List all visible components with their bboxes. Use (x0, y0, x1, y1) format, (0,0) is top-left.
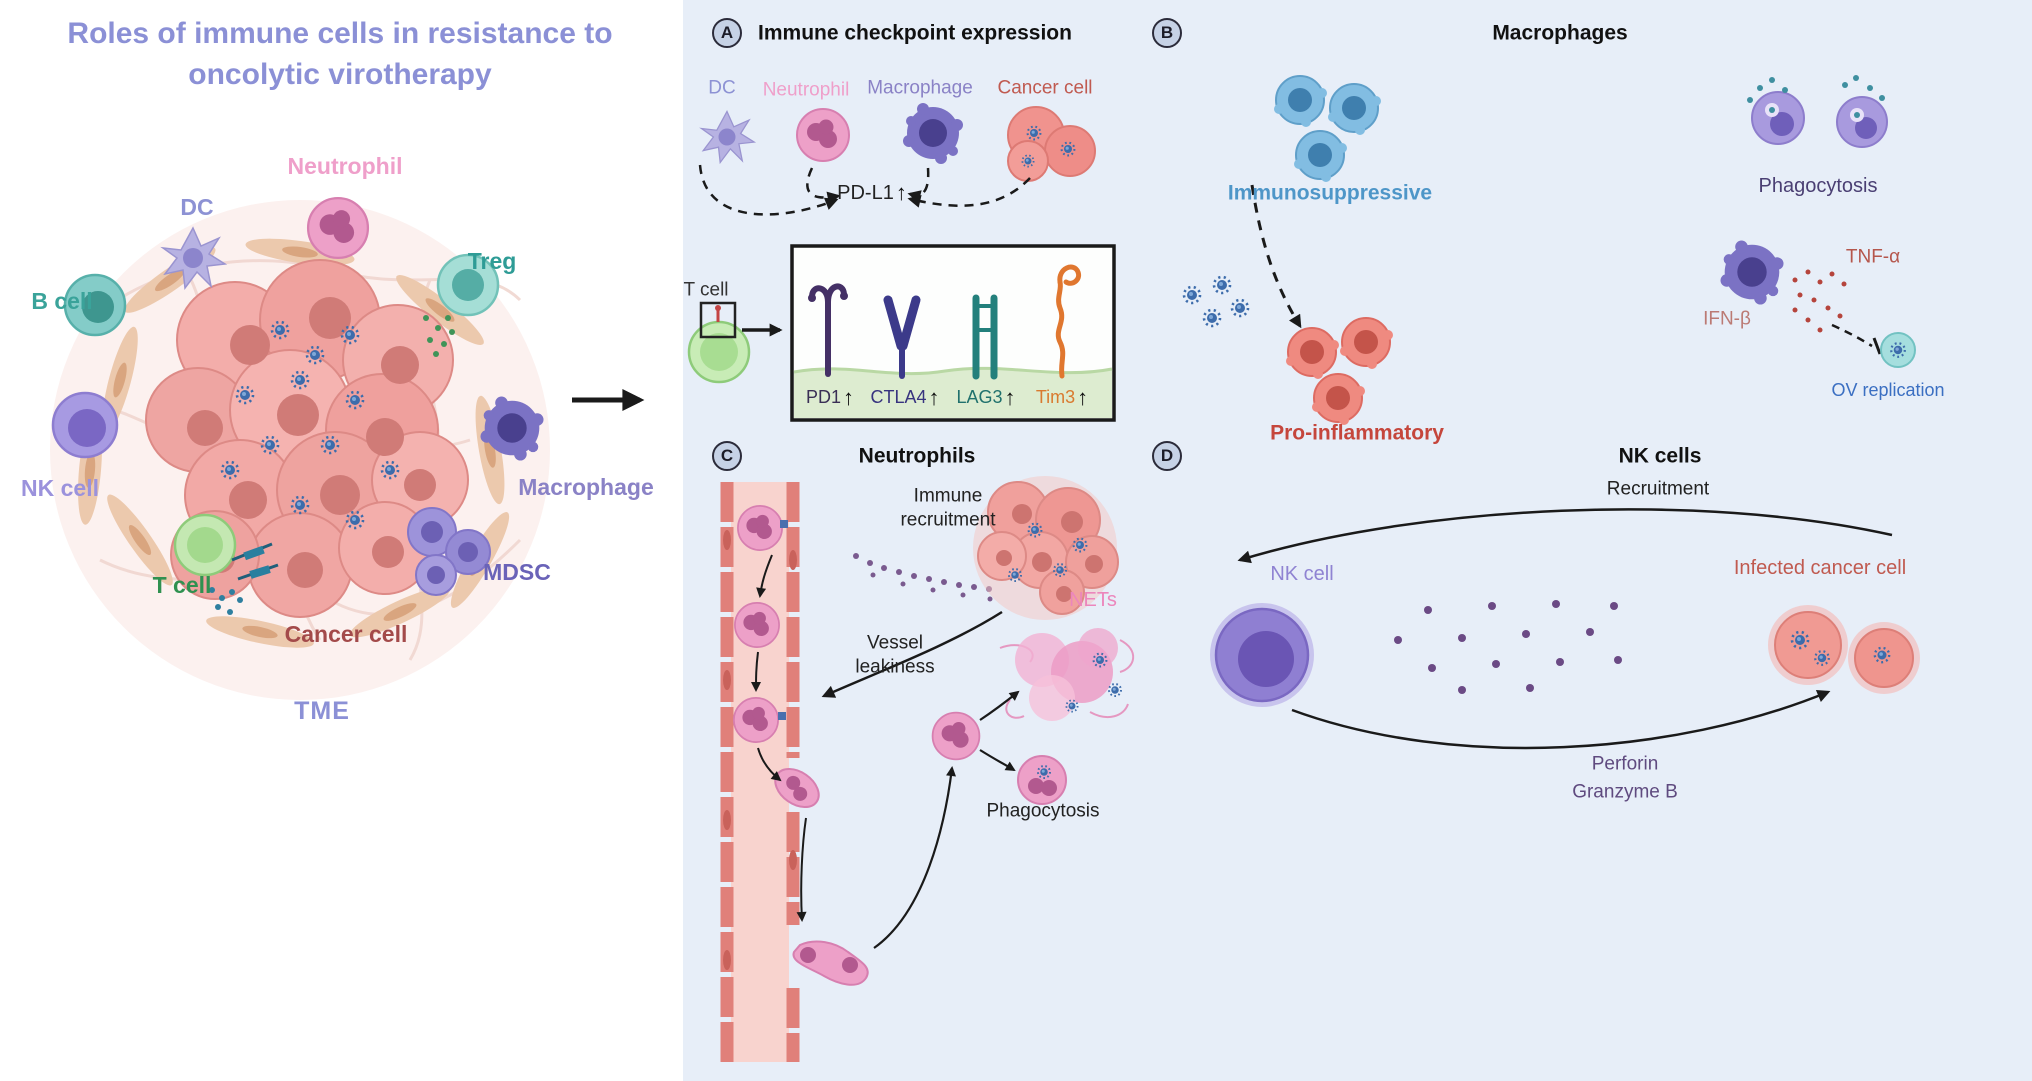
extravasating-neutrophil (774, 767, 820, 809)
cancer-cells-infected (1007, 106, 1096, 182)
migrating-neutrophil (792, 940, 869, 986)
panel-c-badge: C (712, 441, 742, 471)
tim3-text: Tim3 (1035, 387, 1076, 408)
ov-particle-dots (209, 587, 243, 615)
panel-c-nets-label: NETs (1069, 589, 1117, 611)
panel-d-illustration (1210, 508, 1920, 750)
nk-cell-large-icon (1210, 603, 1314, 707)
panels-background (683, 0, 2032, 1081)
panel-c-title: Neutrophils (858, 444, 976, 468)
chemokine-dots (853, 553, 993, 602)
panel-d-nk-cell-label: NK cell (1270, 563, 1334, 585)
pd1-receptor-icon (808, 283, 848, 377)
figure-title: Roles of immune cells in resistance to o… (67, 17, 613, 91)
lag3-receptor-icon (972, 294, 998, 380)
tme-label-b-cell: B cell (31, 288, 93, 315)
panel-b-title: Macrophages (1492, 21, 1628, 45)
panel-a-label-macrophage: Macrophage (867, 77, 973, 99)
tumor-cluster (973, 476, 1119, 620)
panel-a-label-neutrophil: Neutrophil (762, 79, 850, 101)
phagocytosing-neutrophil (1017, 755, 1067, 805)
panel-a-pdl1-label: PD-L1↑ (837, 181, 907, 205)
panel-a-t-cell-label: T cell (683, 279, 729, 301)
panel-c-immune-recruitment-label: Immune recruitment (900, 485, 996, 530)
ctla4-text: CTLA4 (870, 387, 927, 408)
panel-c-vessel-leakiness-label: Vessel leakiness (855, 632, 935, 677)
panel-a-label-cancer-cell: Cancer cell (997, 77, 1093, 99)
tme-caption: TME (294, 697, 350, 725)
up-arrow-icon: ↑ (1004, 385, 1016, 410)
panel-b-immunosuppressive-label: Immunosuppressive (1227, 181, 1433, 205)
tme-label-cancer-cell: Cancer cell (284, 621, 408, 648)
treg-icon (436, 253, 500, 317)
mdsc-icon (407, 507, 491, 596)
panel-d-title: NK cells (1618, 444, 1702, 468)
tme-label-treg: Treg (467, 248, 517, 275)
tim3-receptor-icon (1055, 264, 1082, 379)
up-arrow-icon: ↑ (843, 385, 855, 410)
panel-d-recruitment-label: Recruitment (1606, 478, 1710, 500)
phagocytosis-macrophages (1747, 75, 1888, 148)
panel-b-proinflammatory-label: Pro-inflammatory (1270, 421, 1444, 445)
nk-cell-icon (51, 391, 119, 459)
tme-label-neutrophil: Neutrophil (287, 153, 403, 180)
nets-blob (999, 628, 1135, 721)
panel-b-ov-replication-label: OV replication (1831, 380, 1945, 401)
pd1-text: PD1 (805, 387, 842, 408)
tme-label-dc: DC (180, 194, 214, 221)
up-arrow-icon: ↑ (1077, 385, 1089, 410)
panel-d-perforin-label: Perforin (1591, 753, 1659, 775)
panel-a-badge: A (712, 18, 742, 48)
panel-b-ifn-label: IFN-β (1703, 308, 1751, 330)
panel-b-illustration (1182, 75, 1916, 426)
up-arrow-icon: ↑ (895, 180, 907, 205)
infected-cancer-cells-icon (1768, 605, 1920, 694)
up-arrow-icon: ↑ (928, 385, 940, 410)
panel-d-granzyme-label: Granzyme B (1572, 781, 1678, 803)
tme-label-macrophage: Macrophage (518, 474, 654, 501)
panel-b-phagocytosis-label: Phagocytosis (1758, 175, 1878, 197)
inhibition-bar-icon (1872, 337, 1882, 355)
tme-illustration (50, 196, 550, 700)
panel-d-badge: D (1152, 441, 1182, 471)
panel-c-phagocytosis-label: Phagocytosis (986, 800, 1100, 822)
t-cell-icon (173, 513, 237, 577)
panel-a-label-dc: DC (708, 77, 736, 99)
panel-b-tnf-label: TNF-α (1845, 246, 1901, 268)
b-cell-icon (63, 273, 127, 337)
panel-a-tim3-label: Tim3↑ (1036, 387, 1088, 409)
panel-c-illustration (720, 476, 1135, 1062)
panel-a-lag3-label: LAG3↑ (956, 387, 1015, 409)
ctla4-receptor-icon (883, 295, 921, 379)
tme-label-nk-cell: NK cell (21, 475, 99, 502)
panel-b-badge: B (1152, 18, 1182, 48)
tme-label-t-cell: T cell (152, 572, 212, 599)
pdl1-text: PD-L1 (837, 182, 894, 204)
panel-a-pd1-label: PD1↑ (806, 387, 854, 409)
ov-infected-cell-icon (1880, 332, 1916, 368)
cytokine-dots (1792, 269, 1847, 333)
panel-a-illustration (687, 103, 1116, 422)
granule-dots (1394, 600, 1622, 694)
panel-a-title: Immune checkpoint expression (758, 21, 1072, 45)
treg-secretion-dots (423, 315, 455, 357)
panel-a-ctla4-label: CTLA4↑ (870, 387, 939, 409)
lag3-text: LAG3 (956, 387, 1003, 408)
ov-syringe-icon (231, 542, 279, 581)
tme-label-mdsc: MDSC (483, 559, 551, 586)
neutrophil-icon (306, 196, 370, 260)
checkpoint-receptor-box (790, 244, 1116, 422)
t-cell-with-magnifier (687, 301, 783, 384)
panel-d-infected-cancer-cell-label: Infected cancer cell (1733, 557, 1907, 579)
